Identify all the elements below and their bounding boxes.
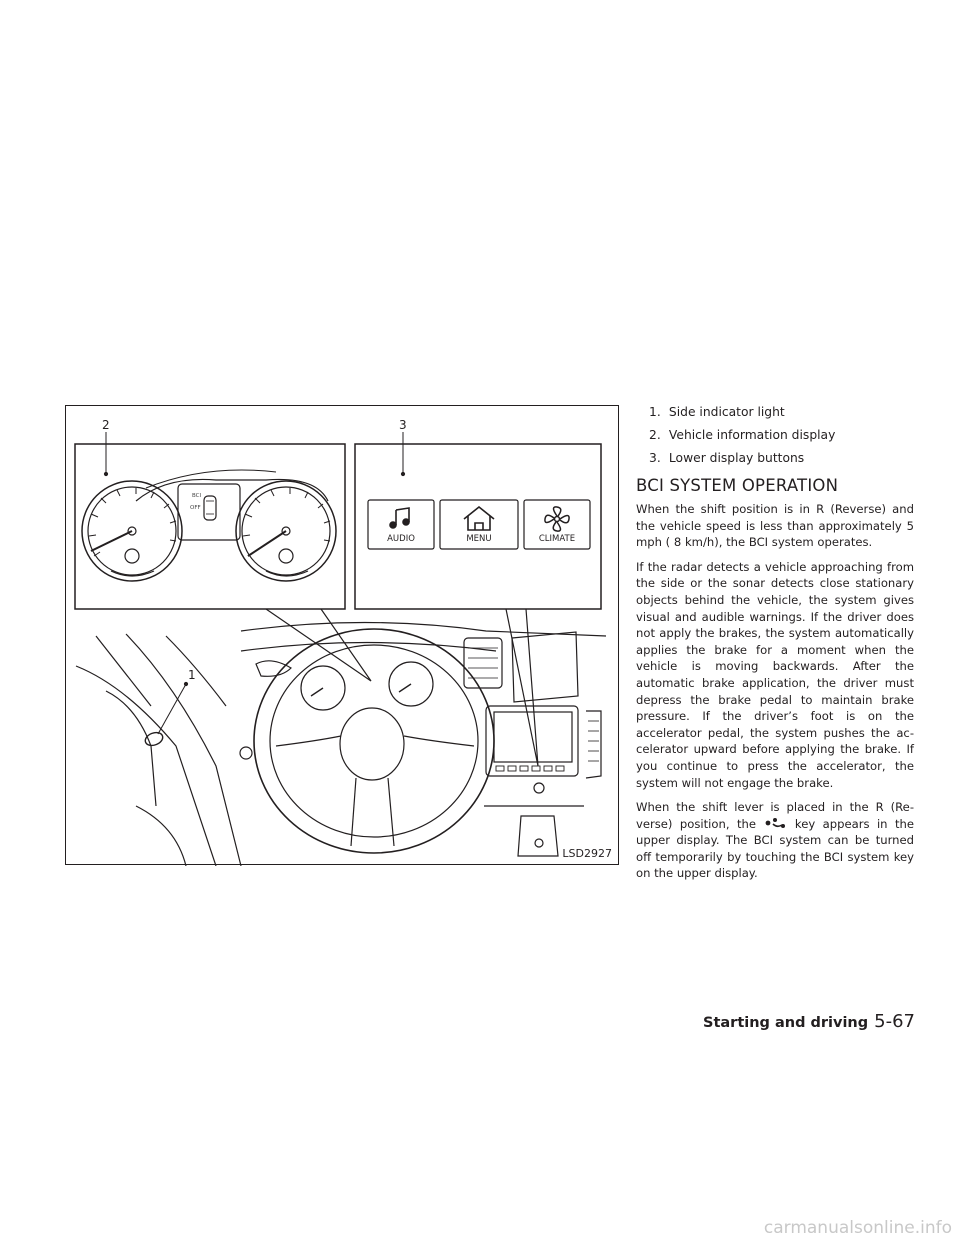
- menu-button-label: MENU: [466, 534, 492, 544]
- callout-2: 2: [102, 418, 110, 432]
- paragraph-1: When the shift position is in R (Reverse…: [636, 502, 914, 550]
- home-icon: [463, 505, 495, 531]
- legend-item: 3. Lower display buttons: [649, 451, 805, 465]
- dashboard-illustration: 2 3 1 BCI OFF AUDIO MENU CLIMATE LSD2927: [65, 405, 619, 866]
- watermark: carmanualsonline.info: [763, 1218, 952, 1238]
- callout-1: 1: [188, 668, 196, 682]
- dashboard-drawing: [74, 432, 607, 866]
- climate-button-label: CLIMATE: [538, 534, 576, 544]
- figure-legend: 1. Side indicator light 2. Vehicle infor…: [636, 401, 914, 470]
- callout-3: 3: [399, 418, 407, 432]
- bci-key-icon: [766, 817, 786, 828]
- bci-label: BCI: [192, 493, 202, 499]
- page-number: 5-67: [874, 1011, 915, 1032]
- music-note-icon: [389, 507, 410, 529]
- footer-section-title: Starting and driving: [703, 1015, 869, 1031]
- fan-icon: [544, 506, 570, 532]
- audio-button-label: AUDIO: [387, 534, 415, 544]
- figure-code: LSD2927: [562, 847, 612, 860]
- inset-cluster-box: [74, 443, 346, 610]
- paragraph-2: If the radar detects a vehicle approachi…: [636, 559, 914, 790]
- section-heading: BCI SYSTEM OPERATION: [636, 476, 839, 495]
- off-label: OFF: [190, 505, 201, 511]
- legend-item: 2. Vehicle information display: [649, 428, 836, 442]
- page-footer: Starting and driving 5-67: [680, 1011, 915, 1032]
- inset-buttons-box: [354, 443, 602, 610]
- paragraph-3: When the shift lever is placed in the R …: [636, 800, 914, 881]
- text-column: 1. Side indicator light 2. Vehicle infor…: [636, 401, 914, 890]
- legend-item: 1. Side indicator light: [649, 405, 785, 419]
